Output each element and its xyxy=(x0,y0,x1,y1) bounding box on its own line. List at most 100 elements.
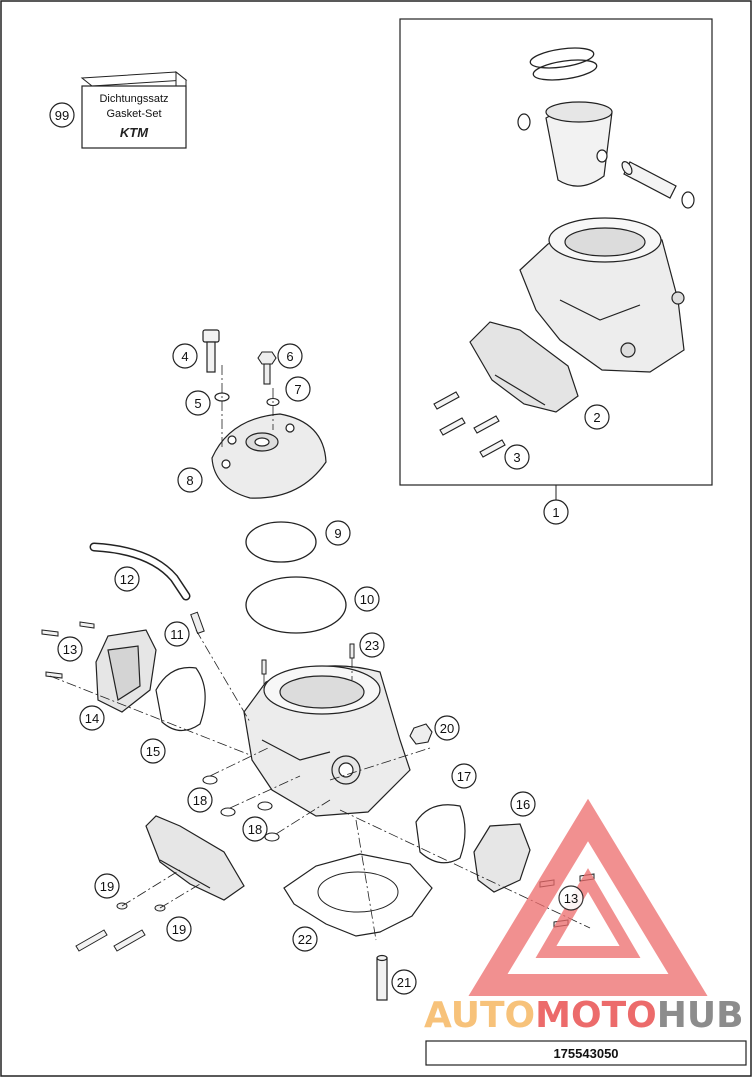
cover-screws xyxy=(41,621,95,679)
callout-13-right: 13 xyxy=(558,885,584,911)
watermark-text: AUTOMOTOHUB xyxy=(424,995,744,1036)
svg-text:8: 8 xyxy=(186,473,193,488)
svg-text:15: 15 xyxy=(146,744,160,759)
svg-text:19: 19 xyxy=(100,879,114,894)
gasket-box-line2: Gasket-Set xyxy=(106,108,161,120)
dowel-sleeve xyxy=(376,954,388,1001)
svg-text:11: 11 xyxy=(170,627,184,642)
callout-14: 14 xyxy=(79,705,105,731)
svg-text:18: 18 xyxy=(248,822,262,837)
callout-1: 1 xyxy=(543,499,569,525)
callout-12: 12 xyxy=(114,566,140,592)
svg-text:17: 17 xyxy=(457,769,471,784)
cover-gasket-right xyxy=(415,804,466,864)
ktm-logo: KTM xyxy=(120,125,149,140)
intake-flange-kit xyxy=(469,321,579,413)
alignment-lines xyxy=(49,365,591,941)
svg-text:2: 2 xyxy=(593,410,600,425)
cylinder xyxy=(243,665,411,817)
svg-text:99: 99 xyxy=(55,108,69,123)
callout-20: 20 xyxy=(434,715,460,741)
cylinder-kit xyxy=(519,217,685,373)
svg-text:20: 20 xyxy=(440,721,454,736)
o-ring xyxy=(245,521,317,563)
washer xyxy=(266,397,280,407)
callout-23: 23 xyxy=(359,632,385,658)
kit-screws xyxy=(433,391,506,458)
dowel-pin xyxy=(261,659,267,675)
svg-text:4: 4 xyxy=(181,349,188,364)
part-number-box: 175543050 xyxy=(425,1040,747,1066)
svg-text:12: 12 xyxy=(120,572,134,587)
callout-18: 18 xyxy=(187,787,213,813)
svg-text:16: 16 xyxy=(516,797,530,812)
watermark-part2: MOTO xyxy=(535,995,657,1036)
callout-9: 9 xyxy=(325,520,351,546)
callout-19: 19 xyxy=(166,916,192,942)
callout-16: 16 xyxy=(510,791,536,817)
callout-15: 15 xyxy=(140,738,166,764)
svg-text:5: 5 xyxy=(194,396,201,411)
svg-text:22: 22 xyxy=(298,932,312,947)
watermark-part1: AUTO xyxy=(424,995,535,1036)
svg-text:1: 1 xyxy=(552,505,559,520)
gasket-set-box: Dichtungssatz Gasket-Set KTM xyxy=(80,70,188,149)
cover-right xyxy=(473,823,531,893)
cover-gasket xyxy=(155,666,206,732)
part-number: 175543050 xyxy=(553,1046,618,1061)
piston-rings xyxy=(529,47,598,81)
callout-2: 2 xyxy=(584,404,610,430)
exhaust-valve-cover xyxy=(95,629,157,713)
callout-99: 99 xyxy=(49,102,75,128)
piston xyxy=(545,101,613,187)
base-gasket-bore xyxy=(317,871,399,913)
svg-text:19: 19 xyxy=(172,922,186,937)
svg-text:6: 6 xyxy=(286,349,293,364)
svg-text:3: 3 xyxy=(513,450,520,465)
head-nut xyxy=(257,351,277,385)
callout-6: 6 xyxy=(277,343,303,369)
intake-flange xyxy=(145,815,245,901)
base-gasket xyxy=(283,853,433,937)
callout-7: 7 xyxy=(285,376,311,402)
svg-text:13: 13 xyxy=(63,642,77,657)
svg-text:10: 10 xyxy=(360,592,374,607)
callout-17: 17 xyxy=(451,763,477,789)
callout-8: 8 xyxy=(177,467,203,493)
nut xyxy=(409,723,433,745)
svg-text:18: 18 xyxy=(193,793,207,808)
flange-screws xyxy=(75,902,166,952)
svg-text:23: 23 xyxy=(365,638,379,653)
o-ring xyxy=(245,576,347,634)
callout-10: 10 xyxy=(354,586,380,612)
breather-hose-inner xyxy=(91,544,189,599)
small-o-rings xyxy=(202,775,280,842)
callout-18: 18 xyxy=(242,816,268,842)
watermark-part3: HUB xyxy=(657,995,744,1036)
callout-4: 4 xyxy=(172,343,198,369)
callout-22: 22 xyxy=(292,926,318,952)
callout-13: 13 xyxy=(57,636,83,662)
hose-nipple xyxy=(190,611,205,635)
callout-21: 21 xyxy=(391,969,417,995)
callouts: 99 1 2 3 4 5 6 7 8 9 10 11 12 13 14 xyxy=(49,102,610,995)
gasket-box-line1: Dichtungssatz xyxy=(99,93,168,105)
svg-text:9: 9 xyxy=(334,526,341,541)
cylinder-head-bolt xyxy=(202,329,220,373)
svg-text:14: 14 xyxy=(85,711,99,726)
callout-19: 19 xyxy=(94,873,120,899)
svg-text:7: 7 xyxy=(294,382,301,397)
circlip-right xyxy=(681,191,695,209)
circlip-left xyxy=(517,113,531,131)
svg-text:13: 13 xyxy=(564,891,578,906)
callout-5: 5 xyxy=(185,390,211,416)
piston-pin xyxy=(621,161,677,199)
watermark: 13 AUTOMOTOHUB xyxy=(424,798,744,1036)
cylinder-head xyxy=(211,413,327,499)
svg-text:21: 21 xyxy=(397,975,411,990)
watermark-triangle-icon xyxy=(468,798,708,996)
callout-11: 11 xyxy=(164,621,190,647)
callout-3: 3 xyxy=(504,444,530,470)
